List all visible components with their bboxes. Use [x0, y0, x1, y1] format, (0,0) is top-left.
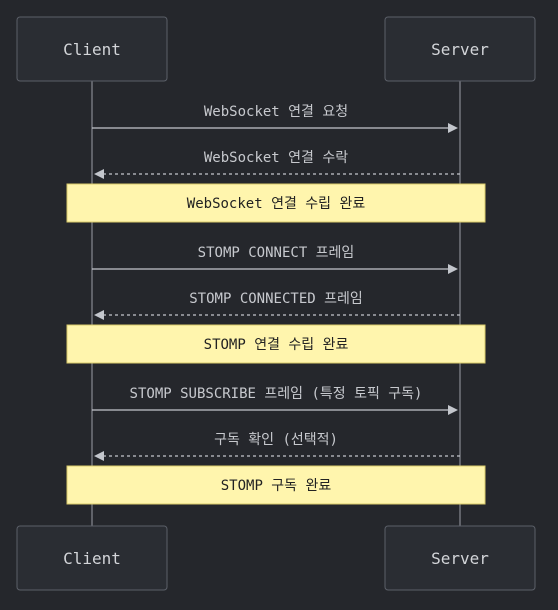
note-box-5 [66, 324, 486, 364]
message-arrowhead-3 [448, 264, 458, 274]
actor-label-client-top: Client [63, 40, 121, 59]
actor-box-client-bottom [16, 525, 168, 591]
message-label-6: STOMP SUBSCRIBE 프레임 (특정 토픽 구독) [130, 386, 423, 402]
message-label-3: STOMP CONNECT 프레임 [198, 245, 355, 261]
actors-top: Client Server [16, 16, 536, 82]
message-label-0: WebSocket 연결 요청 [204, 104, 348, 120]
actor-label-client-bottom: Client [63, 549, 121, 568]
message-label-7: 구독 확인 (선택적) [214, 432, 338, 448]
actor-box-server-top [384, 16, 536, 82]
note-box-8 [66, 465, 486, 505]
message-arrowhead-7 [94, 451, 104, 461]
message-label-1: WebSocket 연결 수락 [204, 150, 348, 166]
message-arrowhead-0 [448, 123, 458, 133]
note-label-5: STOMP 연결 수립 완료 [204, 337, 349, 353]
actor-label-server-bottom: Server [431, 549, 489, 568]
message-arrowhead-6 [448, 405, 458, 415]
actor-label-server-top: Server [431, 40, 489, 59]
message-arrowhead-4 [94, 310, 104, 320]
message-label-4: STOMP CONNECTED 프레임 [189, 291, 363, 307]
note-label-2: WebSocket 연결 수립 완료 [187, 196, 366, 212]
lifelines [91, 81, 461, 526]
message-arrowhead-1 [94, 169, 104, 179]
actors-bottom: Client Server [16, 525, 536, 591]
note-box-2 [66, 183, 486, 223]
actor-box-client-top [16, 16, 168, 82]
steps: WebSocket 연결 요청 WebSocket 연결 수락 WebSocket … [66, 104, 486, 505]
actor-box-server-bottom [384, 525, 536, 591]
note-label-8: STOMP 구독 완료 [221, 478, 332, 494]
